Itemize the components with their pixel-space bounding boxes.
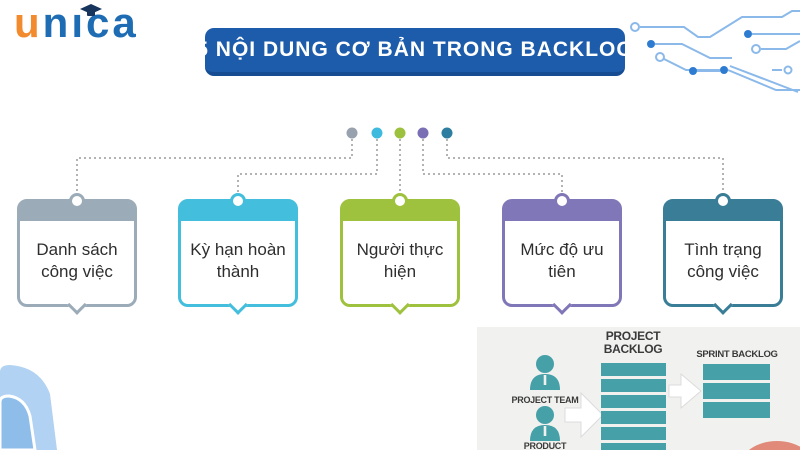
card-label-line1: Người thực — [356, 240, 444, 259]
card-header-bar — [343, 202, 457, 221]
connector-dot-1 — [346, 127, 358, 139]
card-work-status: Tình trạng công việc — [663, 193, 783, 315]
card-header-bar — [181, 202, 295, 221]
project-team-person-icon — [530, 355, 560, 390]
sprint-backlog-label: SPRINT BACKLOG — [696, 349, 777, 360]
accent-circle — [749, 441, 800, 450]
connector-dot-2 — [371, 127, 383, 139]
card-pin-circle — [392, 193, 408, 209]
arrow-right-icon — [668, 372, 702, 410]
card-label-line1: Tình trạng — [684, 240, 762, 259]
connector-dot-5 — [441, 127, 453, 139]
corner-blob-decoration — [0, 365, 57, 450]
page-title: 5 NỘI DUNG CƠ BẢN TRONG BACKLOG — [196, 38, 634, 61]
logo-letter-u: u — [14, 0, 43, 46]
connector-lines — [76, 139, 724, 196]
logo-letter-i: ı — [71, 0, 86, 46]
card-pin-circle — [715, 193, 731, 209]
card-header-bar — [20, 202, 134, 221]
card-pin-circle — [230, 193, 246, 209]
arrow-right-icon — [564, 391, 604, 439]
connector-diagram — [76, 127, 724, 196]
card-label-line2: công việc — [687, 262, 759, 281]
logo-letter-n: n — [42, 0, 72, 46]
card-header-bar — [505, 202, 619, 221]
card-completion-deadline: Kỳ hạn hoàn thành — [178, 193, 298, 315]
card-header-bar — [666, 202, 780, 221]
sprint-backlog-bars — [703, 364, 770, 418]
card-pin-circle — [554, 193, 570, 209]
card-label-line1: Mức độ ưu — [520, 240, 604, 259]
project-backlog-label: PROJECT — [606, 329, 662, 343]
backlog-process-inset: PROJECT TEAM PRODUCT PROJECT BACKLOG SPR… — [477, 327, 800, 450]
card-label-line2: tiên — [548, 262, 576, 281]
circuit-decoration-icon — [630, 10, 800, 93]
project-backlog-bars — [601, 363, 666, 450]
project-team-label: PROJECT TEAM — [512, 395, 579, 405]
connector-dot-3 — [394, 127, 406, 139]
card-label-line2: hiện — [383, 262, 417, 281]
card-priority-level: Mức độ ưu tiên — [502, 193, 622, 315]
card-assignee: Người thực hiện — [340, 193, 460, 315]
title-banner: 5 NỘI DUNG CƠ BẢN TRONG BACKLOG — [196, 28, 633, 76]
connector-dot-4 — [417, 127, 429, 139]
project-backlog-label: BACKLOG — [604, 342, 663, 356]
product-owner-label: PRODUCT — [524, 441, 567, 450]
card-label-line2: thành — [216, 262, 260, 281]
product-owner-person-icon — [530, 406, 560, 441]
card-task-list: Danh sách công việc — [17, 193, 137, 315]
card-label-line1: Danh sách — [36, 240, 118, 259]
graduation-cap-icon — [80, 4, 102, 16]
brand-logo: unıca — [14, 0, 139, 48]
card-pin-circle — [69, 193, 85, 209]
card-label-line2: công việc — [41, 262, 113, 281]
card-label-line1: Kỳ hạn hoàn — [190, 240, 286, 259]
logo-letter-a: a — [112, 0, 139, 46]
